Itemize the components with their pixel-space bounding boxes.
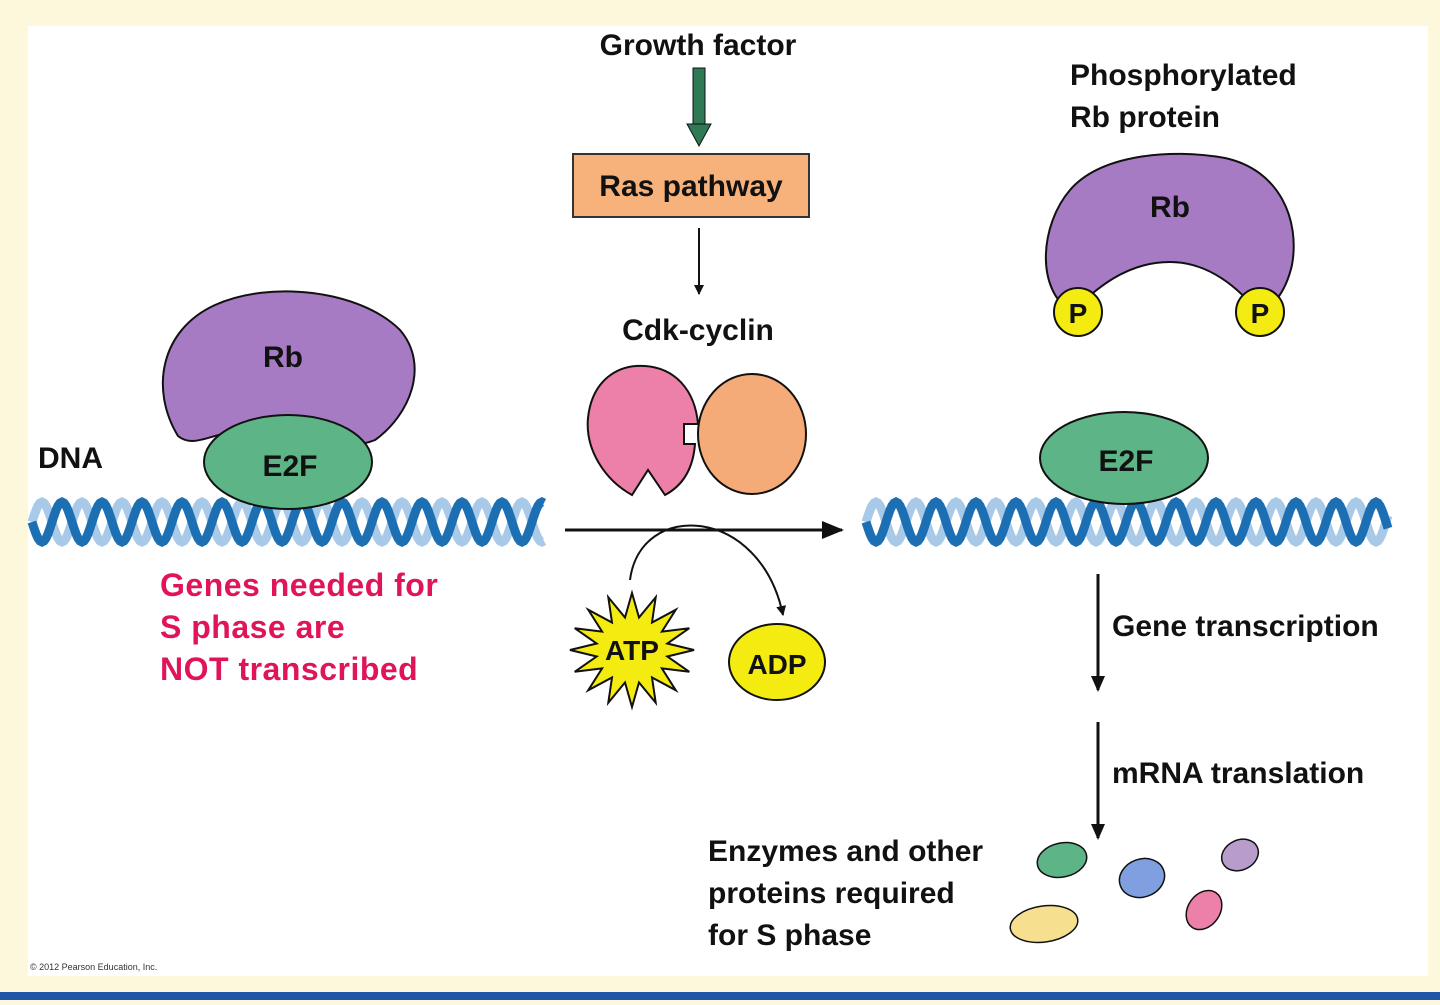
e2f-label-left: E2F <box>262 450 317 483</box>
protein-blob-purple-icon <box>1220 838 1260 872</box>
rb-label-left: Rb <box>263 341 303 374</box>
phosphate-left <box>1053 287 1103 337</box>
phosphate-label-left: P <box>1069 298 1088 329</box>
ras-pathway-box <box>572 153 810 218</box>
dna-strand-right <box>861 496 1393 548</box>
atp-label: ATP <box>605 635 659 666</box>
enzymes-label-line2: proteins required <box>708 877 955 910</box>
phosphate-right <box>1235 287 1285 337</box>
cyclin-protein <box>697 373 807 495</box>
growth-factor-label: Growth factor <box>600 29 797 62</box>
protein-blob-green-icon <box>1036 841 1088 879</box>
genes-note-line3: NOT transcribed <box>160 651 418 687</box>
atp-starburst-icon <box>569 589 695 711</box>
protein-blob-blue-icon <box>1118 857 1166 899</box>
e2f-protein-left <box>203 414 373 510</box>
genes-note-line2: S phase are <box>160 609 345 645</box>
cdk-cyclin-complex <box>586 364 807 497</box>
growth-factor-arrow <box>686 67 712 148</box>
e2f-protein-right <box>1039 411 1209 505</box>
dna-label: DNA <box>38 442 103 475</box>
cdk-cyclin-label: Cdk-cyclin <box>622 314 774 347</box>
cdk-protein <box>586 364 700 497</box>
ras-pathway-label: Ras pathway <box>599 170 783 203</box>
gene-transcription-label: Gene transcription <box>1112 610 1379 643</box>
phosphorylated-label-line2: Rb protein <box>1070 101 1220 134</box>
genes-note-line1: Genes needed for <box>160 567 438 603</box>
phosphorylated-label-line1: Phosphorylated <box>1070 59 1297 92</box>
phosphate-label-right: P <box>1251 298 1270 329</box>
mrna-translation-label: mRNA translation <box>1112 757 1364 790</box>
bottom-bar <box>0 992 1440 1000</box>
protein-blob-pink-icon <box>1185 889 1223 931</box>
adp-molecule <box>728 623 826 701</box>
enzymes-label-line1: Enzymes and other <box>708 835 983 868</box>
e2f-label-right: E2F <box>1098 445 1153 478</box>
rb-label-right: Rb <box>1150 191 1190 224</box>
s-phase-proteins <box>1009 838 1260 944</box>
protein-blob-yellow-icon <box>1009 904 1079 944</box>
rb-protein-right <box>1044 152 1295 314</box>
copyright-credit: © 2012 Pearson Education, Inc. <box>30 962 157 972</box>
atp-to-adp-arrow <box>629 524 787 616</box>
adp-label: ADP <box>747 649 806 680</box>
dna-strand-left <box>27 496 547 548</box>
enzymes-label-line3: for S phase <box>708 919 871 952</box>
